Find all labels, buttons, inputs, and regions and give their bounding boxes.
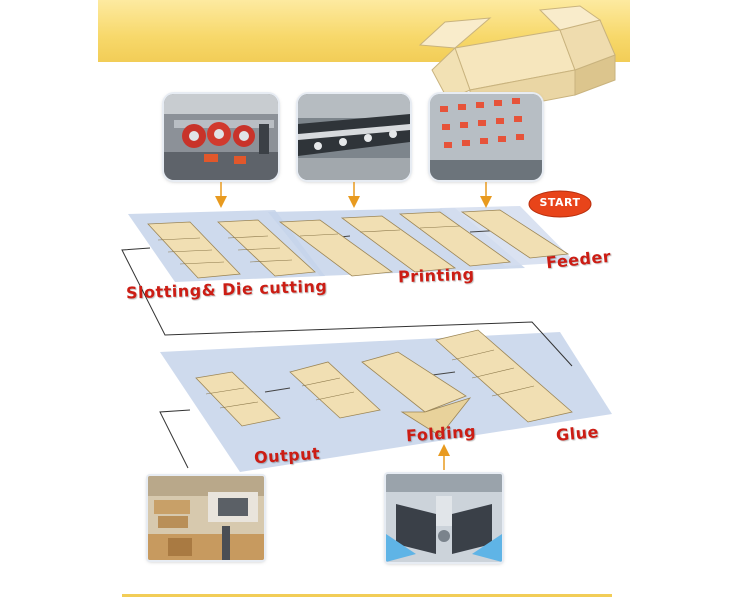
flow-line-output: [160, 410, 190, 468]
stage-label-printing: Printing: [398, 265, 475, 287]
footer-divider: [122, 594, 612, 597]
stage-label-glue: Glue: [555, 422, 599, 445]
folding-machine-photo: [386, 474, 502, 562]
output-stacking-photo: [148, 476, 264, 560]
